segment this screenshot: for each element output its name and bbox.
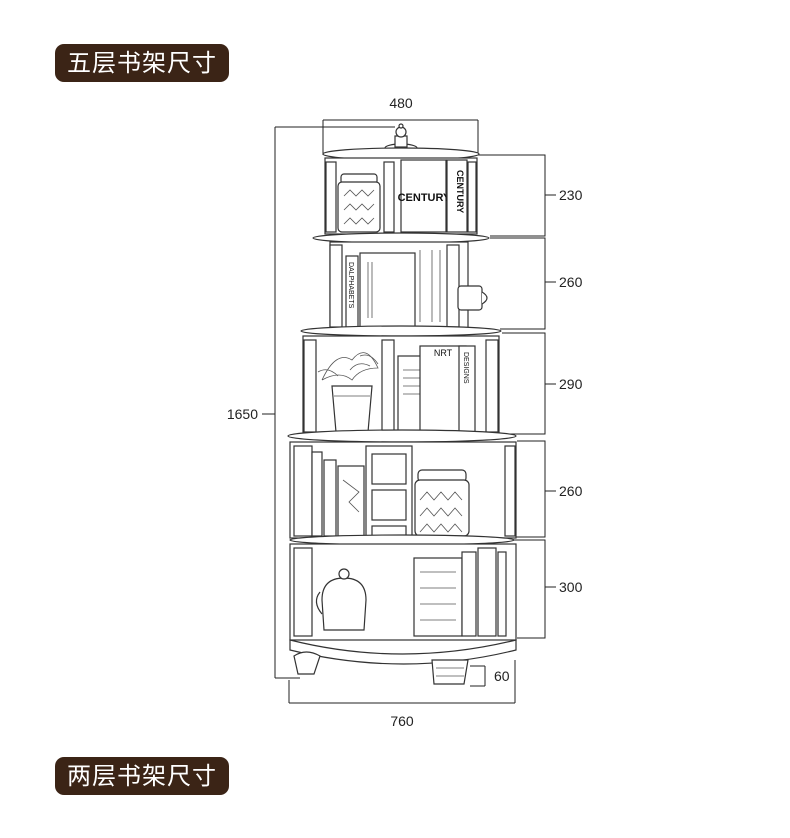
- top-width-dimension: 480: [322, 95, 479, 155]
- tier-height-label-3: 290: [559, 376, 583, 392]
- tier-2: DALPHABETS: [300, 241, 502, 337]
- svg-text:NRT: NRT: [434, 348, 453, 358]
- tier-height-label-4: 260: [559, 483, 583, 499]
- nrt-book: NRT DESIGNS: [397, 345, 476, 433]
- svg-text:DESIGNS: DESIGNS: [462, 352, 469, 384]
- tier-1: CENTURY CENTURY: [312, 147, 490, 244]
- five-tier-title: 五层书架尺寸: [67, 49, 217, 77]
- potted-plant-icon: [317, 352, 379, 433]
- century-book: CENTURY CENTURY: [398, 159, 468, 233]
- mug-icon: [457, 285, 488, 311]
- total-height-label: 1650: [227, 406, 258, 422]
- two-tier-title: 两层书架尺寸: [67, 762, 217, 790]
- bookshelf-sketch: CENTURY CENTURY DALPHABETS: [287, 123, 517, 685]
- foot-height-dimension: 60: [470, 665, 510, 687]
- tier-3: NRT DESIGNS: [287, 335, 517, 443]
- teapot-icon: [315, 568, 367, 631]
- svg-text:CENTURY: CENTURY: [398, 192, 451, 204]
- top-width-label: 480: [389, 95, 413, 111]
- jar-icon: [414, 469, 470, 537]
- tier-5: [289, 543, 517, 665]
- alphabets-book: DALPHABETS: [345, 252, 416, 329]
- book-stack: [413, 547, 507, 637]
- foot-height-label: 60: [494, 668, 510, 684]
- book-stack: [311, 451, 365, 537]
- base-width-dimension: 760: [288, 660, 516, 729]
- two-tier-title-badge: 两层书架尺寸: [55, 757, 229, 795]
- jar-icon: [337, 173, 381, 233]
- tier-height-label-2: 260: [559, 274, 583, 290]
- svg-text:CENTURY: CENTURY: [455, 170, 465, 213]
- total-height-dimension: 1650: [227, 126, 395, 679]
- feet: [293, 651, 469, 685]
- svg-text:DALPHABETS: DALPHABETS: [347, 262, 354, 309]
- base-width-label: 760: [390, 713, 414, 729]
- tier-height-dimensions: 230 260 290 260 300: [478, 154, 583, 639]
- tier-height-label-1: 230: [559, 187, 583, 203]
- five-tier-title-badge: 五层书架尺寸: [55, 44, 229, 82]
- tier-height-label-5: 300: [559, 579, 583, 595]
